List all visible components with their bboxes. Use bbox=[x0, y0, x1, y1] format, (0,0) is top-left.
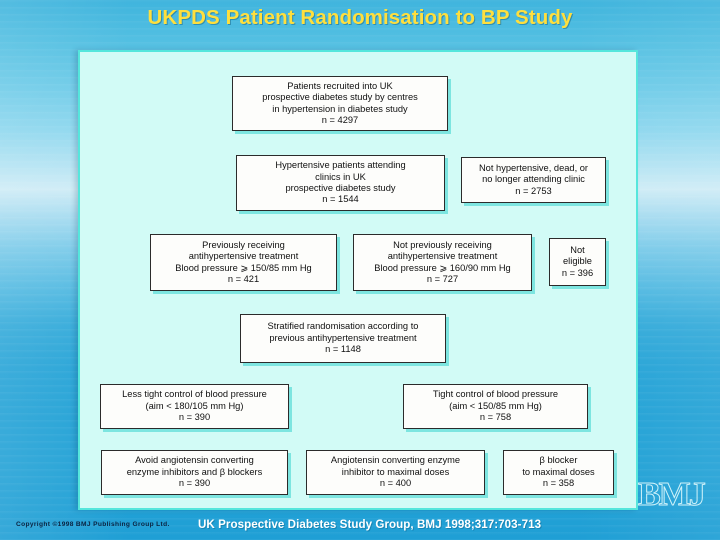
flow-box-beta-blocker-maximal: β blocker to maximal doses n = 358 bbox=[503, 450, 614, 495]
box-line: enzyme inhibitors and β blockers bbox=[126, 466, 263, 477]
flow-box-tight-control: Tight control of blood pressure (aim < 1… bbox=[403, 384, 588, 429]
box-line: (aim < 180/105 mm Hg) bbox=[145, 400, 244, 411]
flow-box-avoid-ace-inhibitors: Avoid angiotensin converting enzyme inhi… bbox=[101, 450, 288, 495]
page-title: UKPDS Patient Randomisation to BP Study bbox=[147, 6, 573, 29]
flow-box-not-previously-receiving: Not previously receiving antihypertensiv… bbox=[353, 234, 532, 291]
box-line: Not hypertensive, dead, or bbox=[478, 162, 589, 173]
box-line: no longer attending clinic bbox=[482, 174, 585, 185]
box-count: n = 727 bbox=[426, 273, 459, 284]
flow-box-recruited: Patients recruited into UK prospective d… bbox=[232, 76, 448, 131]
box-line: antihypertensive treatment bbox=[387, 251, 498, 262]
box-line: Not previously receiving bbox=[393, 239, 492, 250]
flow-box-ace-inhibitor-maximal: Angiotensin converting enzyme inhibitor … bbox=[306, 450, 485, 495]
box-line: Avoid angiotensin converting bbox=[135, 455, 254, 466]
box-line: prospective diabetes study bbox=[285, 183, 396, 193]
flow-box-stratified-randomisation: Stratified randomisation according to pr… bbox=[240, 314, 446, 363]
box-count: n = 421 bbox=[227, 273, 260, 284]
box-line: to maximal doses bbox=[522, 466, 595, 477]
box-count: n = 400 bbox=[379, 478, 412, 489]
box-count: n = 396 bbox=[561, 267, 594, 278]
flow-box-hypertensive: Hypertensive patients attending clinics … bbox=[236, 155, 445, 211]
box-line: Patients recruited into UK bbox=[287, 80, 393, 91]
box-line: Angiotensin converting enzyme bbox=[330, 455, 461, 466]
flow-box-previously-receiving: Previously receiving antihypertensive tr… bbox=[150, 234, 337, 291]
box-count: n = 358 bbox=[542, 478, 575, 489]
box-line: Previously receiving bbox=[202, 239, 285, 250]
box-line: clinics in UK bbox=[315, 171, 366, 182]
box-line: Not bbox=[570, 244, 585, 255]
box-line: previous antihypertensive treatment bbox=[269, 332, 417, 343]
box-count: n = 1544 bbox=[322, 194, 359, 205]
flow-box-not-hypertensive: Not hypertensive, dead, or no longer att… bbox=[461, 157, 606, 203]
box-line: in hypertension in diabetes study bbox=[272, 103, 408, 114]
bmj-logo: BMJ bbox=[638, 476, 707, 514]
box-line: Hypertensive patients attending bbox=[275, 160, 406, 171]
box-count: n = 758 bbox=[479, 412, 512, 423]
flow-box-less-tight-control: Less tight control of blood pressure (ai… bbox=[100, 384, 289, 429]
box-line: Stratified randomisation according to bbox=[267, 321, 419, 332]
box-count: n = 4297 bbox=[321, 114, 359, 125]
box-line: Less tight control of blood pressure bbox=[122, 389, 267, 400]
box-count: n = 390 bbox=[178, 478, 211, 489]
box-line: Tight control of blood pressure bbox=[432, 389, 559, 400]
box-line: (aim < 150/85 mm Hg) bbox=[449, 400, 542, 411]
box-line: eligible bbox=[563, 256, 592, 267]
box-count: n = 1148 bbox=[325, 344, 361, 355]
box-count: n = 2753 bbox=[515, 185, 552, 196]
box-line: β blocker bbox=[539, 455, 578, 466]
box-line: prospective diabetes study by centres bbox=[262, 92, 418, 103]
flow-box-not-eligible: Not eligible n = 396 bbox=[549, 238, 606, 286]
box-line: Blood pressure ⩾ 150/85 mm Hg bbox=[175, 262, 312, 273]
copyright-text: Copyright ©1998 BMJ Publishing Group Ltd… bbox=[16, 521, 170, 528]
box-line: inhibitor to maximal doses bbox=[341, 466, 450, 477]
box-count: n = 390 bbox=[178, 412, 211, 423]
box-line: antihypertensive treatment bbox=[188, 251, 299, 262]
box-line: Blood pressure ⩾ 160/90 mm Hg bbox=[374, 262, 511, 273]
citation-text: UK Prospective Diabetes Study Group, BMJ… bbox=[198, 518, 542, 531]
